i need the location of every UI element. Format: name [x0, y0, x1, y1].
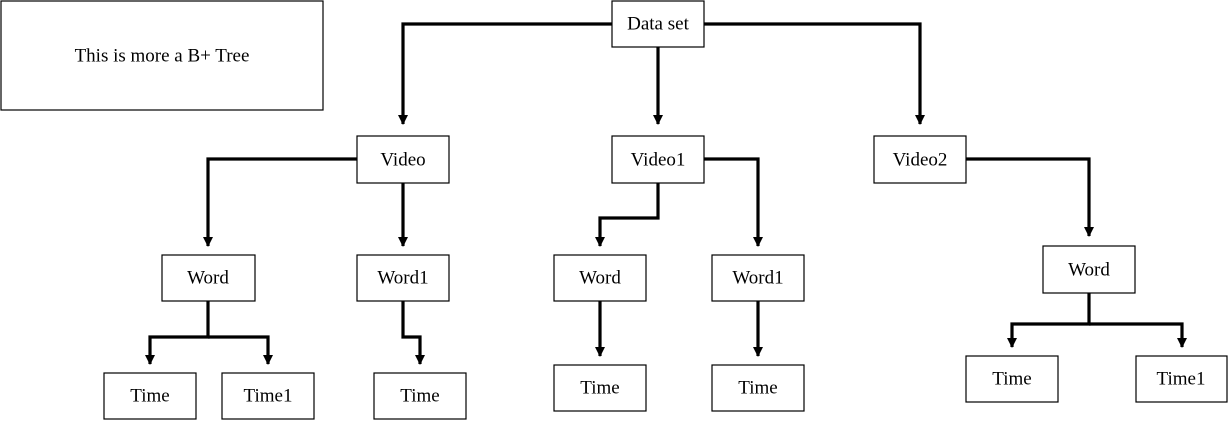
note-text: This is more a B+ Tree: [75, 46, 250, 67]
node-video1: Video1: [611, 135, 705, 184]
node-video1-word1-time: Time: [711, 364, 805, 412]
node-video-word: Word: [161, 254, 256, 302]
node-video1-word: Word: [553, 254, 647, 302]
node-video-word-time1: Time1: [221, 372, 315, 420]
edge-video1-word1: [704, 157, 763, 247]
edge-root-video2: [704, 22, 925, 125]
node-video1-word-label: Word: [579, 268, 621, 289]
node-video2-label: Video2: [893, 150, 948, 171]
node-video2-word-time1-label: Time1: [1157, 369, 1206, 390]
edge-root-video: [398, 22, 612, 125]
edge-video-word: [203, 157, 357, 247]
node-video2: Video2: [873, 135, 967, 184]
node-video-word-time: Time: [103, 372, 197, 420]
node-video1-word1: Word1: [711, 254, 805, 302]
node-video-word-label: Word: [187, 268, 229, 289]
node-video1-word-time-label: Time: [580, 378, 619, 399]
node-video2-word-label: Word: [1068, 260, 1110, 281]
edge-word1-time: [401, 300, 425, 365]
node-video: Video: [356, 135, 450, 184]
node-video-word1-time: Time: [373, 372, 467, 420]
node-video2-word: Word: [1042, 245, 1136, 294]
node-video2-word-time-label: Time: [992, 369, 1031, 390]
node-video-word-time-label: Time: [130, 386, 169, 407]
node-video1-label: Video1: [631, 150, 686, 171]
node-data-set: Data set: [611, 0, 705, 48]
node-video-word-time1-label: Time1: [244, 386, 293, 407]
node-video-word1: Word1: [356, 254, 450, 302]
note-box: This is more a B+ Tree: [0, 0, 324, 111]
node-data-set-label: Data set: [627, 14, 689, 35]
node-video-word1-label: Word1: [377, 268, 428, 289]
node-video2-word-time: Time: [965, 355, 1059, 403]
edge-v2word-time: [1007, 293, 1091, 348]
edge-word-time: [145, 300, 210, 365]
node-video-label: Video: [380, 150, 425, 171]
node-video1-word1-label: Word1: [732, 268, 783, 289]
edge-video1-word: [595, 183, 660, 247]
node-video2-word-time1: Time1: [1135, 355, 1228, 403]
edge-word-time1: [208, 335, 273, 365]
edge-video2-word: [966, 157, 1094, 237]
connectors: [145, 22, 1187, 365]
edge-v2word-time1: [1089, 322, 1187, 348]
node-video-word1-time-label: Time: [400, 386, 439, 407]
node-video1-word-time: Time: [553, 364, 647, 412]
node-video1-word1-time-label: Time: [738, 378, 777, 399]
